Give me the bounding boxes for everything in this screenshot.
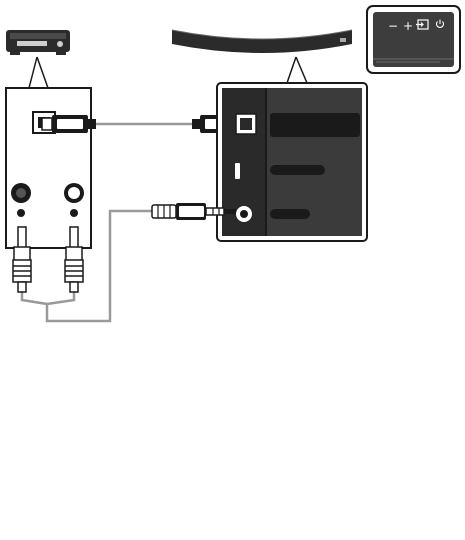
power-icon	[435, 19, 445, 28]
soundbar-back-panel	[216, 82, 368, 242]
soundbar-callout	[286, 56, 308, 84]
aux-plug-icon	[151, 203, 236, 220]
label-pill-middle	[270, 165, 325, 175]
optical-plug-left-icon	[41, 115, 96, 133]
volume-down-icon: −	[388, 19, 398, 33]
source-callout	[28, 56, 49, 89]
aux-in-port-icon	[236, 206, 252, 222]
volume-up-icon: +	[403, 19, 413, 33]
optical-in-port-icon	[235, 113, 257, 135]
optical-cable	[41, 115, 239, 133]
label-pill-top	[270, 113, 360, 137]
soundbar-icon	[171, 29, 353, 53]
rca-plug-left-icon	[12, 226, 32, 293]
rca-cable	[12, 209, 152, 323]
source-icon	[416, 19, 429, 30]
rca-plug-right-icon	[64, 226, 84, 293]
source-back-panel	[5, 87, 92, 249]
source-device-icon	[6, 30, 70, 55]
control-panel-inset: − +	[366, 5, 461, 74]
rca-out-right-icon	[64, 183, 84, 217]
rca-out-left-icon	[11, 183, 31, 217]
service-slot	[235, 163, 240, 179]
label-pill-bottom	[270, 209, 310, 219]
